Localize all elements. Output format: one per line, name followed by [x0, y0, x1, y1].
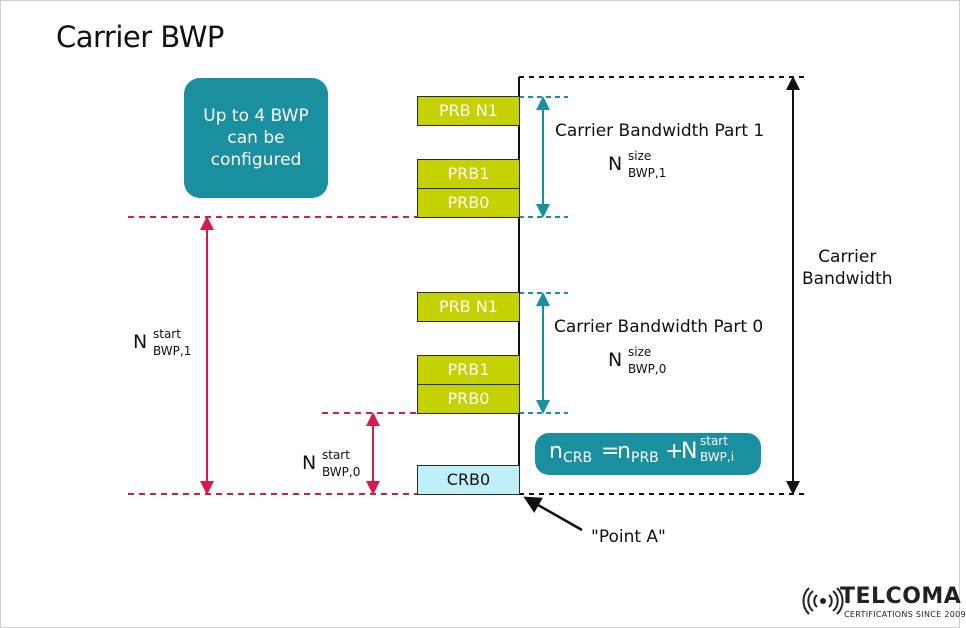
- bwp0-prb1-block: PRB1: [417, 355, 520, 385]
- formula-n-crb: n: [549, 439, 563, 464]
- symbol-base: N: [133, 331, 148, 353]
- logo-tagline: CERTIFICATIONS SINCE 2009: [844, 610, 966, 619]
- symbol-sup: start: [322, 448, 350, 462]
- symbol-sub: BWP,0: [628, 362, 667, 376]
- crb-formula: n CRB = n PRB + N start BWP,i: [535, 433, 761, 475]
- bwp0-size-symbol: N size BWP,0: [608, 345, 666, 376]
- symbol-sup: start: [153, 327, 181, 341]
- symbol-sup: size: [628, 149, 652, 163]
- bwp1-prb1-block: PRB1: [417, 159, 520, 189]
- crb0-block: CRB0: [417, 465, 520, 495]
- carrier-bandwidth-label: Carrier Bandwidth: [802, 247, 893, 289]
- formula-sub-crb: CRB: [563, 450, 593, 466]
- bwp0-start-symbol: N start BWP,0: [302, 448, 360, 479]
- formula-n-prb: n: [617, 439, 631, 464]
- bwp1-prb-n1-block: PRB N1: [417, 96, 520, 126]
- diagram-title: Carrier BWP: [56, 20, 224, 54]
- point-a-label: "Point A": [591, 527, 666, 547]
- symbol-sub: BWP,1: [153, 344, 192, 358]
- formula-sub-prb: PRB: [631, 450, 659, 466]
- symbol-base: N: [608, 153, 623, 175]
- bwp0-label: Carrier Bandwidth Part 0: [554, 317, 764, 337]
- point-a-arrow: [523, 496, 583, 532]
- symbol-sub: BWP,0: [322, 465, 361, 479]
- formula-sup-start: start: [700, 434, 728, 448]
- logo-brand: TELCOMA: [840, 584, 962, 609]
- formula-sub-bwp: BWP,i: [700, 450, 735, 464]
- formula-n-start: N: [681, 439, 698, 464]
- symbol-sup: size: [628, 345, 652, 359]
- symbol-sub: BWP,1: [628, 166, 667, 180]
- bwp1-label: Carrier Bandwidth Part 1: [555, 121, 765, 141]
- bwp1-prb0-block: PRB0: [417, 188, 520, 218]
- bwp-count-callout: Up to 4 BWP can be configured: [184, 78, 328, 198]
- symbol-base: N: [608, 349, 623, 371]
- signal-icon: [802, 587, 844, 615]
- formula-plus: +: [665, 439, 684, 464]
- bwp1-start-symbol: N start BWP,1: [133, 327, 191, 358]
- bwp0-prb0-block: PRB0: [417, 384, 520, 414]
- symbol-base: N: [302, 452, 317, 474]
- bwp1-size-symbol: N size BWP,1: [608, 149, 666, 180]
- bwp0-prb-n1-block: PRB N1: [417, 292, 520, 322]
- formula-equals: =: [601, 439, 620, 464]
